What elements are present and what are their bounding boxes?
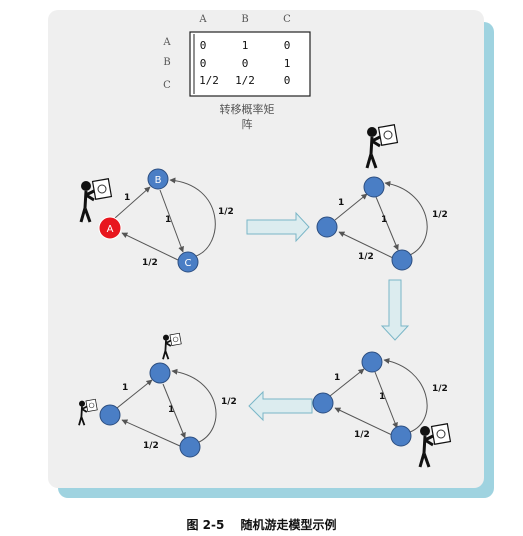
node-a [99,404,121,426]
walker-person-icon [78,398,99,427]
node-b [149,362,171,384]
walker-person-icon [418,422,452,469]
matrix-cell: 1 [284,57,291,70]
col-header-b: B [241,14,248,25]
node-a [312,392,334,414]
figure-title: 随机游走模型示例 [240,518,337,532]
walker-person-icon [162,332,183,361]
node-b [147,168,169,190]
matrix-cell: 0 [284,39,291,52]
graph-step-1: A B C 1 1 1/2 1/2 [79,168,234,273]
matrix-cell: 1/2 [199,74,219,87]
figure-number: 图 2-5 [186,518,225,532]
row-header-a: A [162,37,171,48]
row-header-b: B [163,57,170,68]
arrow-right-icon [246,211,310,243]
matrix-cell: 0 [284,74,291,87]
col-header-a: A [198,14,207,25]
matrix-caption-line1: 转移概率矩 [220,102,275,116]
edge-label-bc: 1 [381,215,387,225]
node-a-label: A [107,224,114,235]
edge-label-ab: 1 [124,193,130,203]
edge-label-bc: 1 [379,392,385,402]
edge-label-ca: 1/2 [143,441,159,451]
node-b-label: B [155,175,162,186]
figure-caption: 图 2-5 随机游走模型示例 [0,516,523,533]
edge-label-cb: 1/2 [432,210,448,220]
graph-step-3: 1 1 1/2 1/2 [312,351,452,469]
edge-label-bc: 1 [168,405,174,415]
walker-person-icon [365,123,399,170]
edge-label-ab: 1 [338,198,344,208]
graph-step-4: 1 1 1/2 1/2 [78,332,237,458]
walker-person-icon [79,177,113,224]
matrix-cell: 1/2 [235,74,255,87]
edge-label-bc: 1 [165,215,171,225]
node-a [316,216,338,238]
node-c [391,249,413,271]
row-header-c: C [163,80,171,91]
edge-label-ab: 1 [122,383,128,393]
node-c-active [390,425,412,447]
edge-label-cb: 1/2 [218,207,234,217]
edge-label-ca: 1/2 [358,252,374,262]
node-a-active [98,216,122,240]
arrow-down-icon [380,279,410,341]
matrix-cell: 0 [242,57,249,70]
matrix-cell: 1 [242,39,249,52]
node-c [179,436,201,458]
matrix-cell: 0 [200,39,207,52]
node-b-active [363,176,385,198]
node-c [177,251,199,273]
matrix-cell: 0 [200,57,207,70]
transition-matrix: A B C A B C 0 1 0 0 0 1 1/2 1/2 0 转移概率矩 … [162,14,311,131]
col-header-c: C [283,14,291,25]
node-b [361,351,383,373]
edge-label-cb: 1/2 [432,384,448,394]
edge-label-ca: 1/2 [354,430,370,440]
graph-step-2: 1 1 1/2 1/2 [316,123,448,271]
matrix-caption-line2: 阵 [242,117,253,131]
edge-label-cb: 1/2 [221,397,237,407]
matrix-box [189,31,311,97]
edge-label-ab: 1 [334,373,340,383]
edge-label-ca: 1/2 [142,258,158,268]
arrow-left-icon [248,390,313,422]
node-c-label: C [185,258,192,269]
